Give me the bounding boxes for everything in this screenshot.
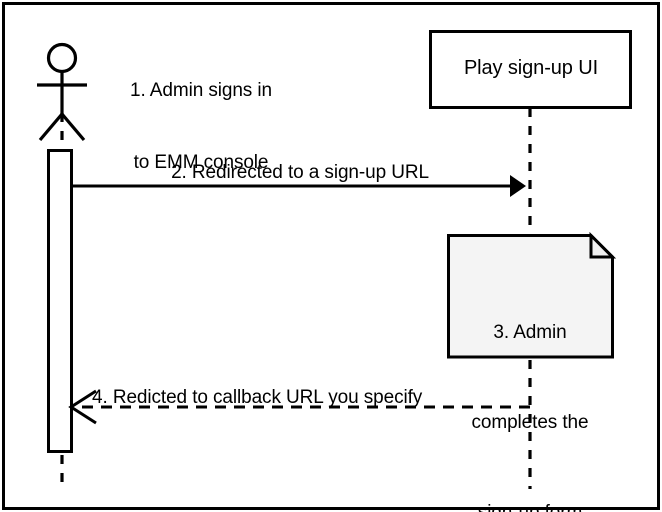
arrowhead-filled-right [510,175,526,197]
message-arrow-step-4 [68,389,530,425]
message-label-step-2: 2. Redirected to a sign-up URL [171,162,429,183]
note-label-step-3-line-1: 3. Admin [493,322,567,343]
note-label-step-3-line-2: completes the [471,412,589,433]
annotation-step-1: 1. Admin signs in to EMM console [94,31,308,223]
annotation-step-1-line-1: 1. Admin signs in [130,80,272,101]
annotation-step-1-line-2: to EMM console [133,152,269,173]
participant-label-play-signup-ui: Play sign-up UI [463,57,599,79]
arrowhead-open-left [68,389,97,425]
message-label-step-4: 4. Redicted to callback URL you specify [92,387,423,408]
activation-bar-admin [47,149,73,453]
note-step-3 [447,231,617,359]
message-arrow-step-2 [71,175,526,197]
note-label-step-3: 3. Admin completes the sign-up form [449,258,611,512]
note-fold-corner [589,231,617,259]
note-label-step-3-line-3: sign-up form [449,498,611,512]
participant-box-play-signup-ui[interactable] [429,30,632,109]
stick-figure-actor-icon [37,42,87,142]
